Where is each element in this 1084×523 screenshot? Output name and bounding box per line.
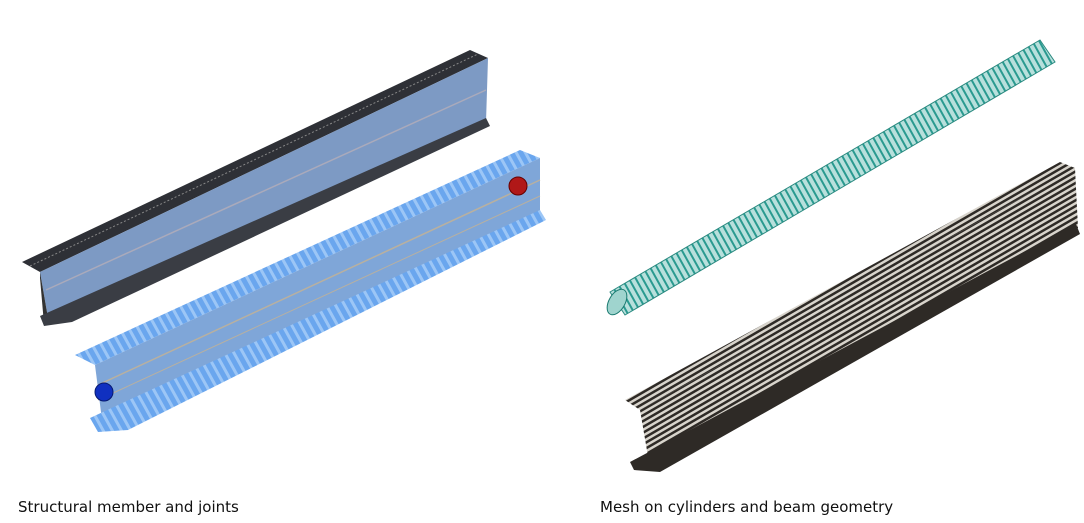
- meshed-beam: [625, 162, 1080, 472]
- joint-end-icon[interactable]: [508, 176, 528, 196]
- meshed-cylinder: [606, 39, 1056, 316]
- caption-mesh: Mesh on cylinders and beam geometry: [600, 498, 894, 516]
- joint-start-icon[interactable]: [94, 382, 114, 402]
- caption-structural-member: Structural member and joints: [18, 498, 239, 516]
- steel-i-beam: [22, 50, 490, 326]
- selected-structural-member: [75, 150, 546, 432]
